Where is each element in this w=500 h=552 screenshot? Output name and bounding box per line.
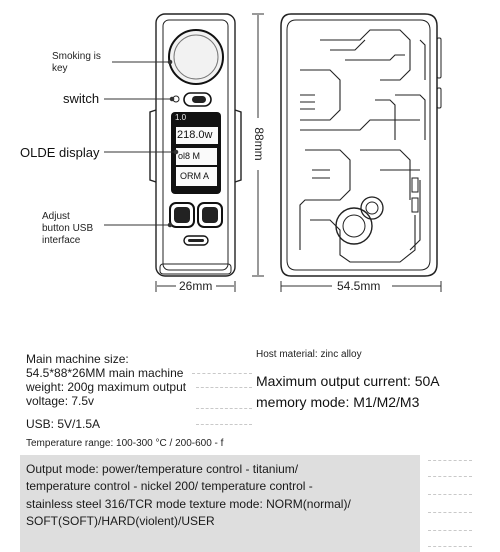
callout-switch: switch (63, 91, 100, 106)
dash-line (192, 373, 252, 374)
callout-smoking-key: Smoking is key (52, 51, 101, 74)
lock-switch (172, 92, 212, 107)
dash-line (196, 387, 252, 388)
output-mode-panel (20, 455, 420, 552)
oled-mode: ORM A (180, 171, 210, 181)
dimension-height: 88mm (252, 127, 266, 161)
spec-memory-mode: memory mode: M1/M2/M3 (256, 394, 420, 410)
spec-max-current: Maximum output current: 50A (256, 373, 440, 389)
dash-line (428, 494, 472, 495)
oled-power: 218.0w (177, 129, 213, 141)
spec-output-mode-1: Output mode: power/temperature control -… (26, 462, 299, 476)
fire-button (168, 29, 224, 85)
dash-line (196, 424, 252, 425)
callout-olde-display: OLDE display (20, 145, 100, 160)
dash-line (428, 476, 472, 477)
device-diagram (104, 13, 442, 292)
usb-port (183, 235, 209, 246)
oled-top-left: 1.0 (175, 113, 187, 122)
spec-usb: USB: 5V/1.5A (26, 417, 101, 431)
dimension-lines (155, 13, 442, 292)
dimension-width-front: 54.5mm (337, 279, 381, 293)
dash-line (428, 460, 472, 461)
dash-line (428, 530, 472, 531)
spec-output-mode-2: temperature control - nickel 200/ temper… (26, 479, 313, 493)
spec-size-title: Main machine size: (26, 352, 129, 366)
dash-line (428, 512, 472, 513)
oled-screen (171, 112, 221, 194)
spec-output-mode-3: stainless steel 316/TCR mode texture mod… (26, 497, 351, 511)
oled-line2: ol8 M (178, 151, 201, 161)
spec-weight: weight: 200g maximum output (26, 380, 187, 394)
callout-lines (104, 59, 179, 228)
spec-host-material: Host material: zinc alloy (256, 349, 362, 360)
dimension-width-side: 26mm (179, 279, 213, 293)
device-side-view (149, 13, 242, 277)
spec-size: 54.5*88*26MM main machine (26, 366, 184, 380)
device-front-view (280, 13, 442, 277)
dash-line (196, 408, 252, 409)
dash-line (428, 546, 472, 547)
spec-temp-range: Temperature range: 100-300 °C / 200-600 … (26, 438, 224, 449)
spec-voltage: voltage: 7.5v (26, 394, 95, 408)
callout-adjust: Adjust button USB interface (42, 211, 94, 246)
adjust-buttons (169, 202, 223, 228)
spec-output-mode-4: SOFT(SOFT)/HARD(violent)/USER (26, 514, 215, 528)
